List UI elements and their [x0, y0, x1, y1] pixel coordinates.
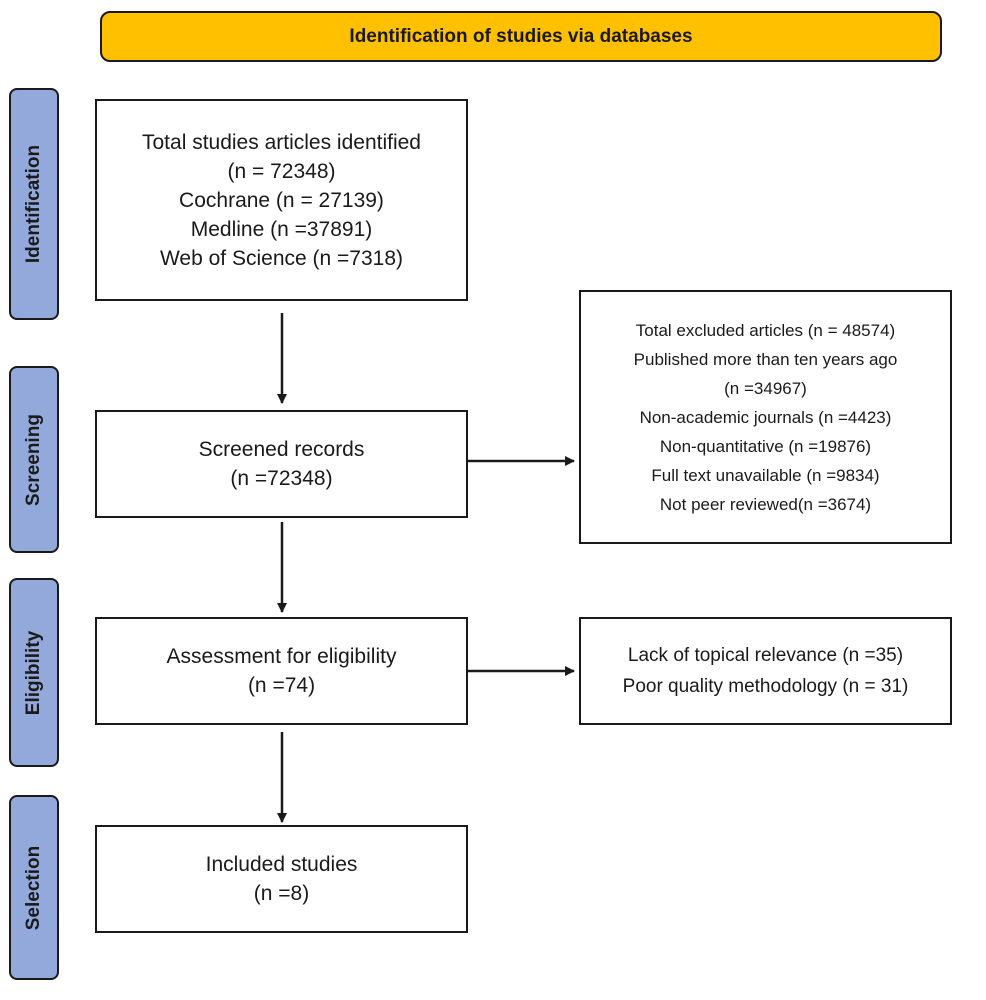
excluded-line: Non-academic journals (n =4423): [639, 407, 892, 427]
stage-selection: Selection: [9, 795, 59, 980]
stage-identification: Identification: [9, 88, 59, 320]
stage-eligibility: Eligibility: [9, 578, 59, 767]
identified-line: Total studies articles identified: [142, 130, 421, 154]
excluded-line: Not peer reviewed(n =3674): [659, 494, 872, 514]
included-line: (n =8): [253, 882, 310, 905]
included-line: Included studies: [205, 853, 358, 876]
identified-line: Web of Science (n =7318): [159, 246, 403, 270]
eligibility-excluded-line: Lack of topical relevance (n =35): [627, 645, 904, 666]
stage-screening: Screening: [9, 366, 59, 553]
excluded-line: (n =34967): [724, 378, 807, 398]
excluded-line: Total excluded articles (n = 48574): [635, 320, 896, 340]
excluded-box: Total excluded articles (n = 48574) Publ…: [579, 290, 952, 544]
identified-box: Total studies articles identified (n = 7…: [95, 99, 468, 301]
identified-line: (n = 72348): [227, 159, 336, 183]
excluded-line: Published more than ten years ago: [633, 349, 898, 369]
assessment-line: (n =74): [247, 674, 316, 697]
header-title: Identification of studies via databases: [349, 25, 693, 47]
excluded-line: Non-quantitative (n =19876): [659, 436, 872, 456]
screened-line: (n =72348): [230, 467, 333, 490]
identified-line: Cochrane (n = 27139): [179, 188, 384, 212]
assessment-box: Assessment for eligibility (n =74): [95, 617, 468, 725]
header-banner: Identification of studies via databases: [100, 11, 942, 62]
identified-line: Medline (n =37891): [190, 217, 373, 241]
eligibility-excluded-line: Poor quality methodology (n = 31): [622, 676, 909, 697]
excluded-line: Full text unavailable (n =9834): [651, 465, 880, 485]
screened-line: Screened records: [198, 438, 365, 461]
screened-box: Screened records (n =72348): [95, 410, 468, 518]
assessment-line: Assessment for eligibility: [166, 645, 397, 668]
eligibility-excluded-box: Lack of topical relevance (n =35) Poor q…: [579, 617, 952, 725]
included-box: Included studies (n =8): [95, 825, 468, 933]
